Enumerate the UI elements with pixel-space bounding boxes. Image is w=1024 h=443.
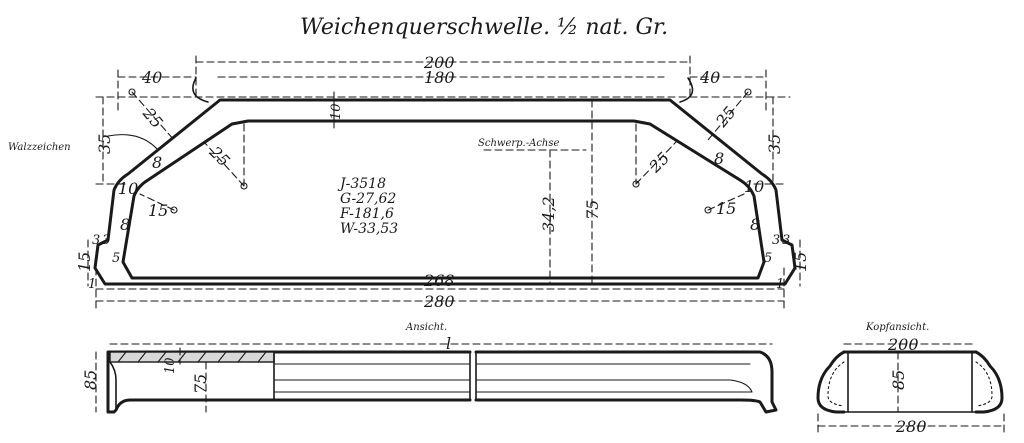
dim-left-35: 35 [95,134,114,154]
leader-left-25-top [131,91,175,141]
ansicht-85: 85 [81,370,100,390]
dim-right-8-vert: 8 [750,215,760,234]
dim-right-15-r: 15 [716,199,736,218]
leader-left-25-inner [203,141,245,187]
dim-left-40: 40 [141,68,162,87]
ansicht-right-outline [474,350,778,414]
ansicht-left-end [109,361,117,409]
kopf-right-outline [974,350,1004,414]
dim-left-8-diag: 8 [152,153,162,172]
dim-right-25-top: 25 [711,103,739,132]
leader-dot-right-inner [632,180,640,188]
property-w: W-33,53 [340,221,398,237]
dim-268: 268 [423,271,455,290]
ansicht-title: Ansicht. [405,322,447,333]
dim-left-1: 1 [88,277,96,292]
ansicht-hatch-7 [237,351,247,363]
dim-left-25-inner: 25 [205,142,234,171]
dim-right-15: 15 [791,252,810,272]
kopf-200: 200 [887,335,919,354]
dim-left-10-corner: 10 [118,179,138,198]
dim-right-25-inner: 25 [645,148,674,177]
property-g: G-27,62 [340,191,396,207]
dimension-lines [87,55,801,309]
drawing-title: Weichenquerschwelle. ½ nat. Gr. [300,15,668,40]
section-inner-outline [121,119,766,280]
section-dimension-texts: 200 180 40 40 10 25 25 25 25 35 35 8 8 1… [75,53,810,311]
kopf-left-inner [827,361,845,407]
kopf-right-inner [975,361,993,407]
walzzeichen-leader [107,134,159,151]
leader-right-15 [707,193,745,211]
dim-right-10-corner: 10 [744,177,764,196]
ansicht-hatch-8 [257,351,267,363]
dim-280: 280 [423,292,455,311]
ansicht-view: l 85 10 75 [81,334,778,414]
dim-right-8-diag: 8 [714,149,724,168]
dim-34-2: 34,2 [539,196,558,232]
dim-right-3a: 3 [772,233,780,248]
ansicht-10: 10 [163,357,178,374]
leader-dot-right-15 [704,206,712,214]
kopf-280: 280 [895,417,927,436]
dim-75: 75 [583,200,602,220]
ansicht-hatched-flange [109,351,275,363]
leader-dot-left-top [128,88,136,96]
section-outer-outline [93,98,797,286]
section-properties: J-3518 G-27,62 F-181,6 W-33,53 [337,176,398,237]
ansicht-hatch-6 [217,351,227,363]
dim-right-40: 40 [699,68,720,87]
dim-web-10: 10 [329,103,344,120]
ansicht-hatch-5 [197,351,207,363]
dim-right-5: 5 [764,251,772,266]
dim-left-5: 5 [112,251,120,266]
dim-right-3b: 3 [782,233,790,248]
ansicht-75: 75 [191,374,210,394]
cross-section [93,77,797,286]
dim-left-8-vert: 8 [120,215,130,234]
kopf-85: 85 [889,370,908,390]
leader-dot-right-top [744,88,752,96]
dim-left-15-r: 15 [148,201,168,220]
ansicht-hatch-4 [177,351,187,363]
leader-dot-left-inner [240,182,248,190]
kopfansicht-title: Kopfansicht. [865,322,929,333]
leader-dot-left-15 [170,206,178,214]
ansicht-r-inner-curve [475,379,753,393]
walzzeichen-label: Walzzeichen [8,142,71,153]
dim-left-15: 15 [75,252,94,272]
dim-right-1: 1 [776,277,784,292]
dim-right-35: 35 [765,134,784,154]
dim-left-3a: 3 [92,233,100,248]
ansicht-hatch-2 [137,351,147,363]
leader-right-25-inner [635,141,677,185]
schwerpunktachse-label: Schwerp.-Achse [478,138,560,149]
dim-left-3b: 3 [102,233,110,248]
dim-200: 200 [423,53,455,72]
ansicht-hatch-1 [117,351,127,363]
ansicht-length: l [446,334,451,353]
kopf-left-outline [816,350,846,414]
right-top-fillet [679,77,694,103]
leader-left-15 [139,193,175,211]
left-top-fillet [192,77,209,103]
property-j: J-3518 [337,176,386,192]
ansicht-hatch-3 [157,351,167,363]
kopfansicht-view: 200 85 280 [816,335,1005,436]
property-f: F-181,6 [339,206,394,222]
dim-180: 180 [424,68,455,87]
